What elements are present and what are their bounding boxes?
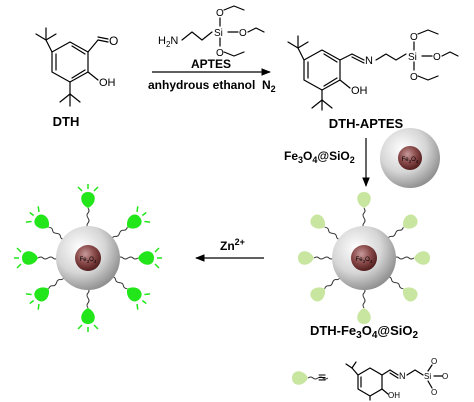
fluorescent-probe xyxy=(77,183,99,229)
svg-text:O: O xyxy=(239,28,247,39)
svg-text:O: O xyxy=(216,48,224,59)
fluorescent-probe xyxy=(117,247,163,269)
dth-label: DTH xyxy=(53,114,80,129)
legend: ≡ N Si O O O OH xyxy=(291,357,448,401)
dth-aptes-structure: N Si O O O OH xyxy=(287,29,459,111)
dth-aptes-oh-atom: OH xyxy=(351,85,368,97)
bare-nanoparticle: Fe3O4 xyxy=(380,128,440,188)
svg-text:Si: Si xyxy=(424,372,431,381)
aptes-structure: H2N Si O O O xyxy=(158,5,265,59)
bare-core-label: Fe3O4 xyxy=(402,157,419,164)
svg-text:O: O xyxy=(442,372,448,381)
right-core-label: Fe3O4 xyxy=(356,257,373,264)
step1-reagent: APTES xyxy=(191,57,231,71)
legend-equals: ≡ xyxy=(318,369,326,385)
svg-text:N: N xyxy=(399,371,406,381)
dth-structure: O OH xyxy=(35,27,118,107)
dth-aptes-si-atom: Si xyxy=(408,52,417,63)
svg-text:O: O xyxy=(433,52,441,63)
fluorescent-nanoparticle: Fe3O4 xyxy=(13,183,163,333)
step3-reagent: Zn2+ xyxy=(220,237,245,253)
left-magnetite-core xyxy=(75,245,101,271)
aptes-si-atom: Si xyxy=(214,28,223,39)
quenched-probe xyxy=(356,191,372,229)
svg-text:O: O xyxy=(410,72,418,83)
imine-n-atom: N xyxy=(365,55,373,67)
quenched-probe xyxy=(297,250,335,266)
svg-text:O: O xyxy=(431,388,437,397)
step1-conditions: anhydrous ethanol xyxy=(148,78,255,92)
step1-atmosphere: N2 xyxy=(262,78,276,94)
aptes-amine: H2N xyxy=(158,35,178,49)
functionalized-nanoparticle: Fe3O4 xyxy=(297,191,431,325)
quenched-probe xyxy=(393,250,431,266)
product-label: DTH-Fe3O4@SiO2 xyxy=(310,323,419,341)
svg-text:O: O xyxy=(410,32,418,43)
quenched-probe xyxy=(356,287,372,325)
aldehyde-o-atom: O xyxy=(109,34,118,48)
step2-reagent: Fe3O4@SiO2 xyxy=(284,149,355,165)
dth-aptes-label: DTH-APTES xyxy=(329,116,404,131)
dth-oh-atom: OH xyxy=(99,77,116,89)
legend-structure: N Si O O O OH xyxy=(345,357,448,401)
svg-text:O: O xyxy=(431,357,437,366)
fluorescent-probe xyxy=(77,287,99,333)
left-core-label: Fe3O4 xyxy=(80,257,97,264)
svg-text:O: O xyxy=(216,8,224,19)
svg-text:OH: OH xyxy=(388,391,400,400)
fluorescent-probe xyxy=(13,247,59,269)
magnetite-core xyxy=(351,245,377,271)
